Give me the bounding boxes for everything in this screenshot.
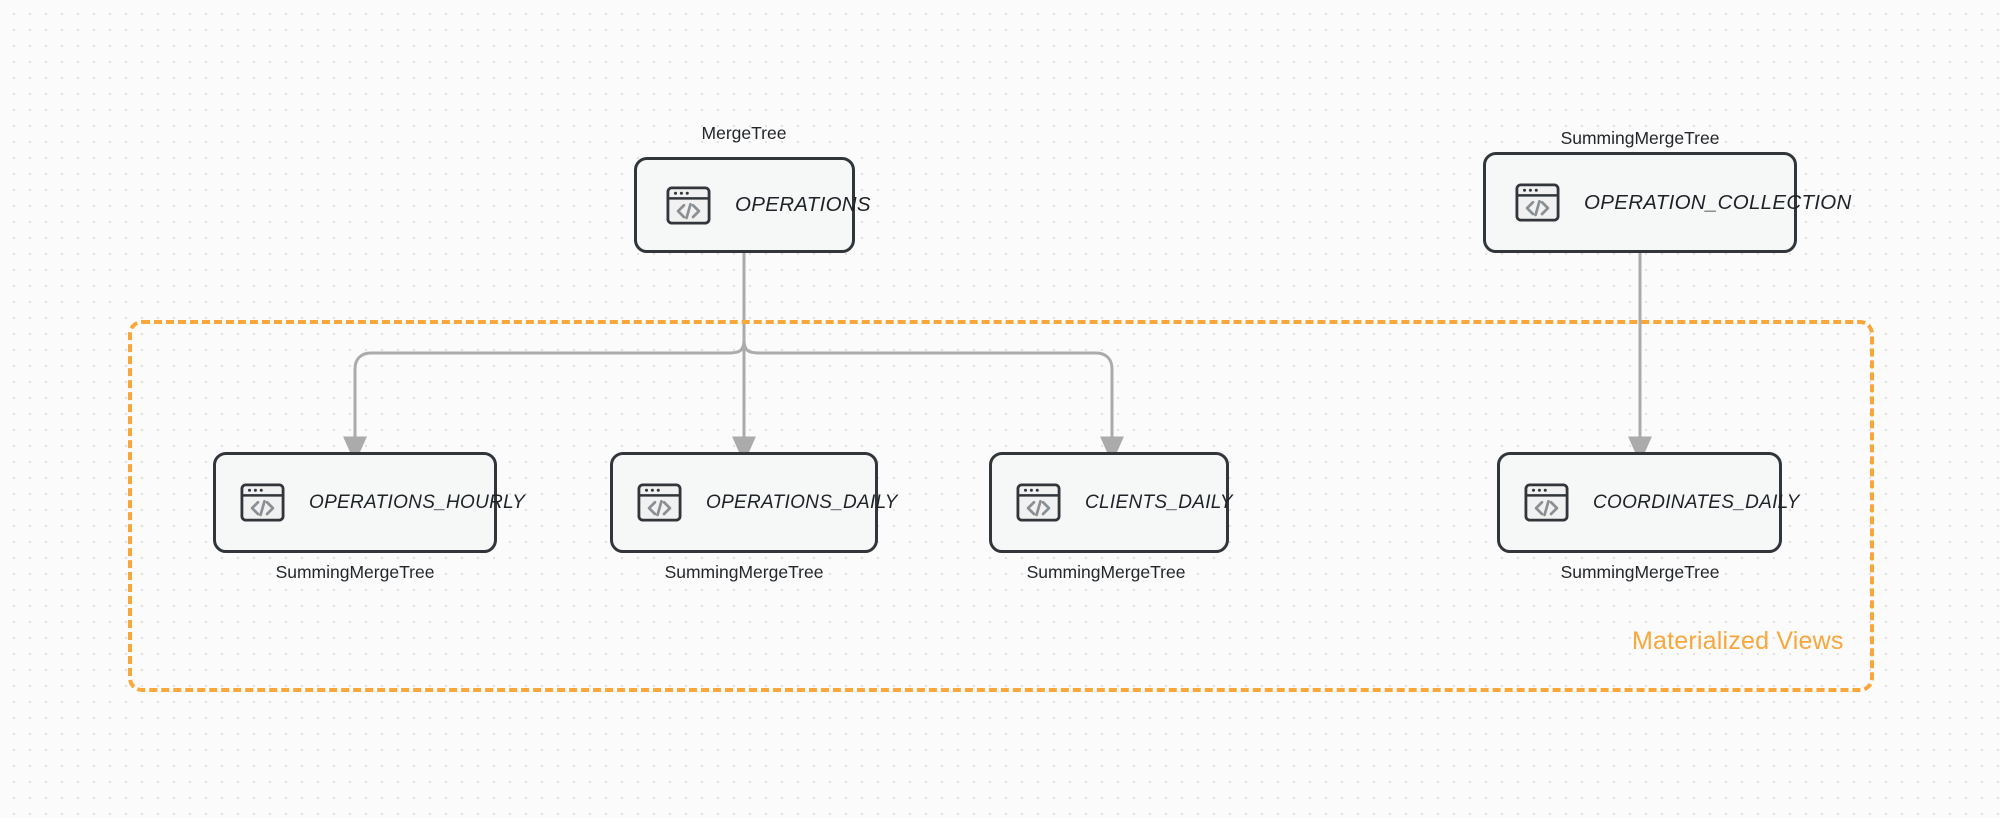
engine-label-operations-hourly: SummingMergeTree	[275, 562, 435, 582]
node-label: OPERATION_COLLECTION	[1584, 190, 1852, 214]
node-label: OPERATIONS_HOURLY	[309, 491, 526, 513]
code-window-icon	[240, 483, 285, 522]
code-window-icon	[1524, 483, 1569, 522]
node-coordinates-daily[interactable]: COORDINATES_DAILY	[1497, 452, 1799, 553]
code-window-icon	[1515, 183, 1560, 222]
materialized-views-group	[128, 320, 1874, 692]
node-label: OPERATIONS_DAILY	[706, 491, 898, 513]
engine-label-coordinates-daily: SummingMergeTree	[1560, 562, 1720, 582]
node-operations[interactable]: OPERATIONS	[634, 157, 871, 253]
node-label: CLIENTS_DAILY	[1085, 491, 1233, 513]
node-label: COORDINATES_DAILY	[1593, 491, 1800, 513]
node-label: OPERATIONS	[735, 193, 871, 216]
materialized-views-group-label: Materialized Views	[1632, 627, 1844, 655]
engine-label-operations-daily: SummingMergeTree	[664, 562, 824, 582]
node-operation-collection[interactable]: OPERATION_COLLECTION	[1483, 152, 1851, 253]
engine-label-operations: MergeTree	[701, 123, 787, 143]
code-window-icon	[1016, 483, 1061, 522]
node-clients-daily[interactable]: CLIENTS_DAILY	[989, 452, 1233, 553]
node-operations-hourly[interactable]: OPERATIONS_HOURLY	[213, 452, 525, 553]
engine-label-clients-daily: SummingMergeTree	[1026, 562, 1186, 582]
node-operations-daily[interactable]: OPERATIONS_DAILY	[610, 452, 897, 553]
code-window-icon	[666, 185, 711, 225]
code-window-icon	[637, 483, 682, 522]
engine-label-operation-collection: SummingMergeTree	[1560, 128, 1720, 148]
